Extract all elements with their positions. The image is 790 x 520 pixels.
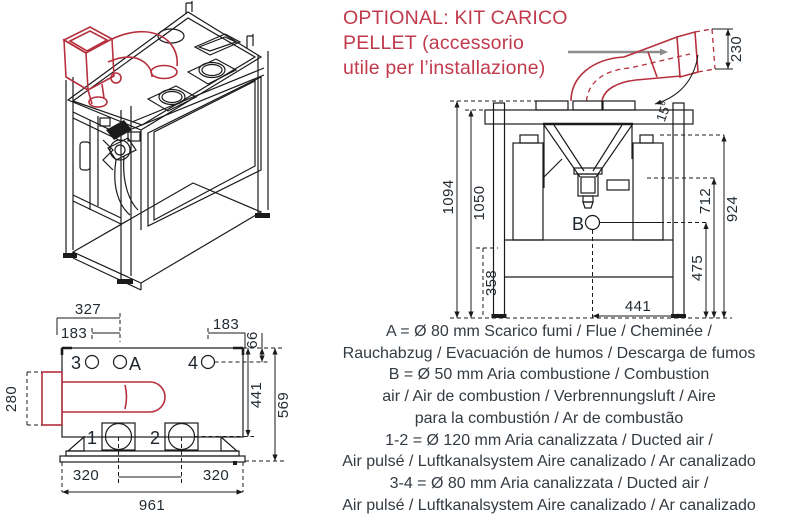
plan-dim-320-right: 320 xyxy=(203,467,229,484)
note-line-3: utile per l’installazione) xyxy=(343,57,546,79)
legend-line: Air pulsé / Luftkanalsystem Aire canaliz… xyxy=(342,453,756,471)
rear-dim-1094: 1094 xyxy=(440,180,457,215)
plan-dim-183-left: 183 xyxy=(61,325,87,342)
legend-line: 3-4 = Ø 80 mm Aria canalizzata / Ducted … xyxy=(389,474,709,492)
plan-dim-327: 327 xyxy=(75,301,101,318)
rear-dim-441-group: 441 xyxy=(592,298,684,319)
optional-kit-note: OPTIONAL: KIT CARICO PELLET (accessorio … xyxy=(343,6,593,81)
rear-dim-924: 924 xyxy=(724,196,741,222)
note-line-2: PELLET (accessorio xyxy=(343,32,524,54)
rear-label-b: B xyxy=(572,214,584,234)
rear-dims-right: 475 712 924 xyxy=(647,134,741,318)
plan-dims-right: 66 441 569 xyxy=(194,331,292,462)
plan-dim-569: 569 xyxy=(275,392,292,418)
plan-dim-183-right: 183 xyxy=(213,316,239,333)
rear-dim-475: 475 xyxy=(689,255,706,281)
dim-230: 230 xyxy=(712,28,745,70)
iso-view-drawing xyxy=(62,1,270,291)
plan-intake-duct-red xyxy=(41,371,166,426)
plan-dim-320-left: 320 xyxy=(73,467,99,484)
legend-line: Air pulsé / Luftkanalsystem Aire canaliz… xyxy=(342,496,756,514)
rear-dim-1050: 1050 xyxy=(471,186,488,221)
plan-view-drawing: 3 A 4 1 2 327 183 183 66 441 569 280 320… xyxy=(3,301,292,514)
plan-dims-top: 327 183 183 xyxy=(56,301,246,348)
angle-15: 15° xyxy=(653,54,699,124)
fan-motor-detail xyxy=(99,117,141,216)
legend-line: 1-2 = Ø 120 mm Aria canalizzata / Ducted… xyxy=(385,431,713,449)
plan-dim-441: 441 xyxy=(248,382,265,408)
plan-dim-280: 280 xyxy=(3,386,20,412)
plan-dim-961: 961 xyxy=(139,497,165,514)
plan-dims-bottom: 320 320 961 xyxy=(61,437,244,514)
pellet-pipe-red xyxy=(570,28,716,102)
rear-dims-left: 1094 1050 358 xyxy=(440,100,732,319)
rear-dim-441: 441 xyxy=(625,298,651,315)
legend-line: para la combustión / Ar de combustão xyxy=(414,409,684,427)
iso-frame xyxy=(63,1,270,291)
plan-dim-280-group: 280 xyxy=(3,371,42,426)
legend-line: air / Air de combustion / Verbrennungslu… xyxy=(382,388,716,406)
rear-view-drawing: 230 15° B xyxy=(440,28,745,319)
iso-pellet-kit-red xyxy=(62,26,178,108)
plan-label-2: 2 xyxy=(150,428,160,448)
note-leader-line xyxy=(568,48,668,56)
plan-dim-66: 66 xyxy=(244,331,261,349)
plan-label-3: 3 xyxy=(71,353,81,373)
plan-label-a: A xyxy=(129,354,141,374)
rear-dim-230: 230 xyxy=(728,36,745,62)
legend-block: A = Ø 80 mm Scarico fumi / Flue / Chemin… xyxy=(308,321,790,516)
plan-ports: 3 A 4 1 2 xyxy=(71,353,216,451)
rear-structure xyxy=(484,100,694,318)
rear-angle-label: 15° xyxy=(653,99,674,123)
rear-dim-712: 712 xyxy=(697,188,714,214)
legend-line: A = Ø 80 mm Scarico fumi / Flue / Chemin… xyxy=(386,323,712,340)
port-b: B xyxy=(572,214,660,234)
note-line-1: OPTIONAL: KIT CARICO xyxy=(343,7,568,29)
legend-line: Rauchabzug / Evacuación de humos / Desca… xyxy=(342,344,756,362)
rear-dim-358: 358 xyxy=(483,270,500,296)
plan-label-4: 4 xyxy=(188,353,198,373)
legend-line: B = Ø 50 mm Aria combustione / Combustio… xyxy=(388,366,710,384)
plan-label-1: 1 xyxy=(87,428,97,448)
